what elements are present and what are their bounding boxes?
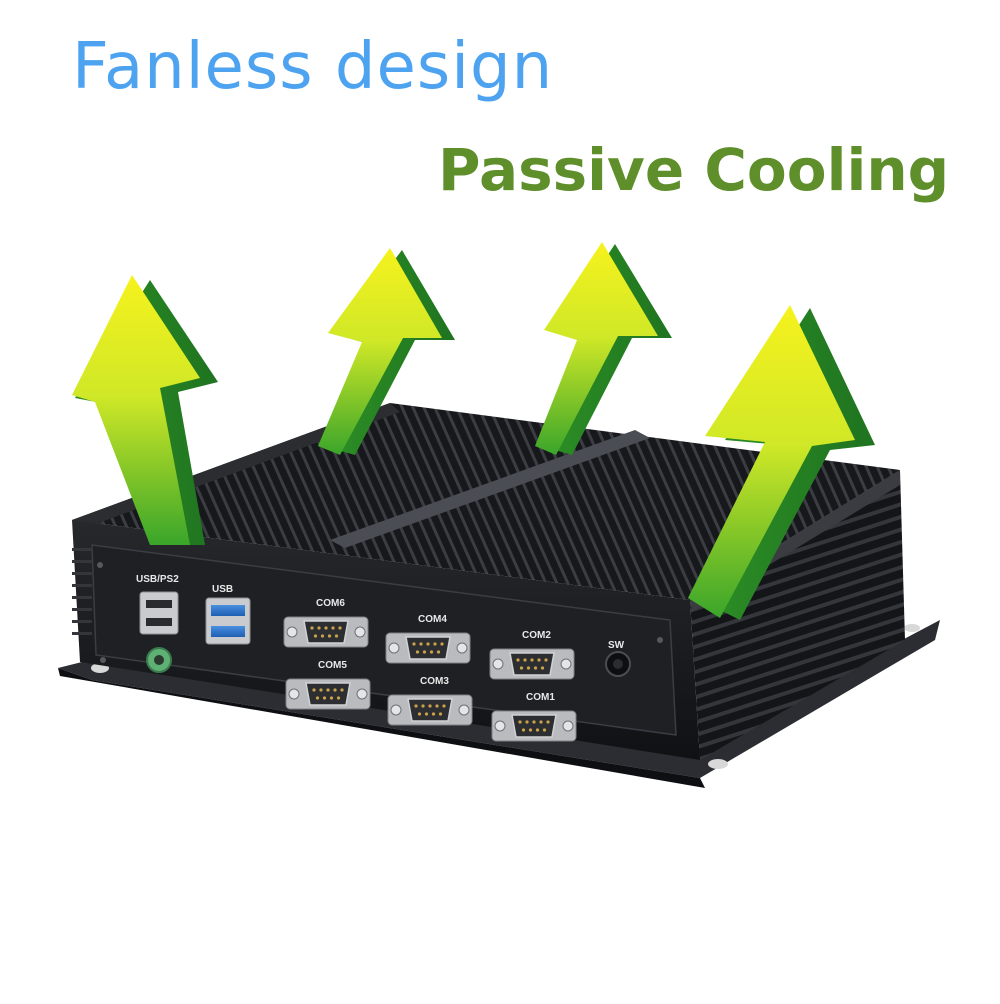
db9-port-icon [283, 616, 369, 648]
label-com1: COM1 [526, 692, 555, 703]
headline-fanless-design: Fanless design [72, 30, 554, 104]
db9-port-icon [285, 678, 371, 710]
db9-port-icon [387, 694, 473, 726]
label-com5: COM5 [318, 660, 347, 671]
db9-port-icon [491, 710, 577, 742]
label-com3: COM3 [420, 676, 449, 687]
db9-port-icon [489, 648, 575, 680]
usb-port-icon [205, 597, 251, 645]
heat-arrow-icon [688, 305, 875, 620]
label-com6: COM6 [316, 598, 345, 609]
label-com4: COM4 [418, 614, 447, 625]
headline-passive-cooling: Passive Cooling [438, 136, 950, 204]
label-usb: USB [212, 584, 233, 595]
label-usb-ps2: USB/PS2 [136, 574, 179, 585]
heat-arrow-icon [535, 242, 672, 455]
port-labels: USB/PS2 USB COM6 COM4 COM2 COM5 COM3 COM… [136, 574, 625, 703]
power-switch-icon [605, 651, 631, 677]
label-sw: SW [608, 640, 625, 651]
heat-arrow-icon [318, 248, 455, 455]
label-com2: COM2 [522, 630, 551, 641]
usb-port-icon [139, 591, 179, 635]
db9-port-icon [385, 632, 471, 664]
heat-arrow-icon [72, 275, 218, 545]
db9-port-icon [283, 616, 577, 742]
ps2-port-icon [146, 647, 172, 673]
